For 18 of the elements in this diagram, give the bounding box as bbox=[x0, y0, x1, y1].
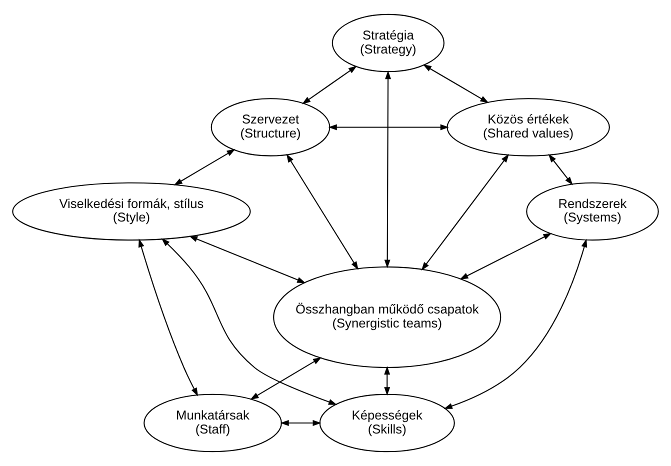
arrow bbox=[138, 238, 198, 396]
arrow bbox=[384, 366, 390, 396]
arrow bbox=[548, 154, 573, 186]
arrow bbox=[444, 238, 588, 409]
arrow bbox=[422, 64, 489, 104]
arrow bbox=[460, 233, 552, 280]
arrow bbox=[286, 154, 358, 270]
arrow bbox=[421, 154, 510, 271]
arrow bbox=[302, 66, 358, 104]
node-ellipse: Közös értékek (Shared values) bbox=[446, 98, 610, 156]
node-ellipse: Összhangban működő csapatok (Synergistic teams) bbox=[273, 266, 502, 368]
arrow bbox=[280, 420, 322, 426]
arrow bbox=[250, 357, 322, 400]
arrow bbox=[161, 238, 338, 405]
arrow bbox=[188, 236, 306, 284]
arrow bbox=[174, 149, 236, 186]
arrow bbox=[328, 124, 449, 130]
arrow bbox=[384, 70, 392, 268]
